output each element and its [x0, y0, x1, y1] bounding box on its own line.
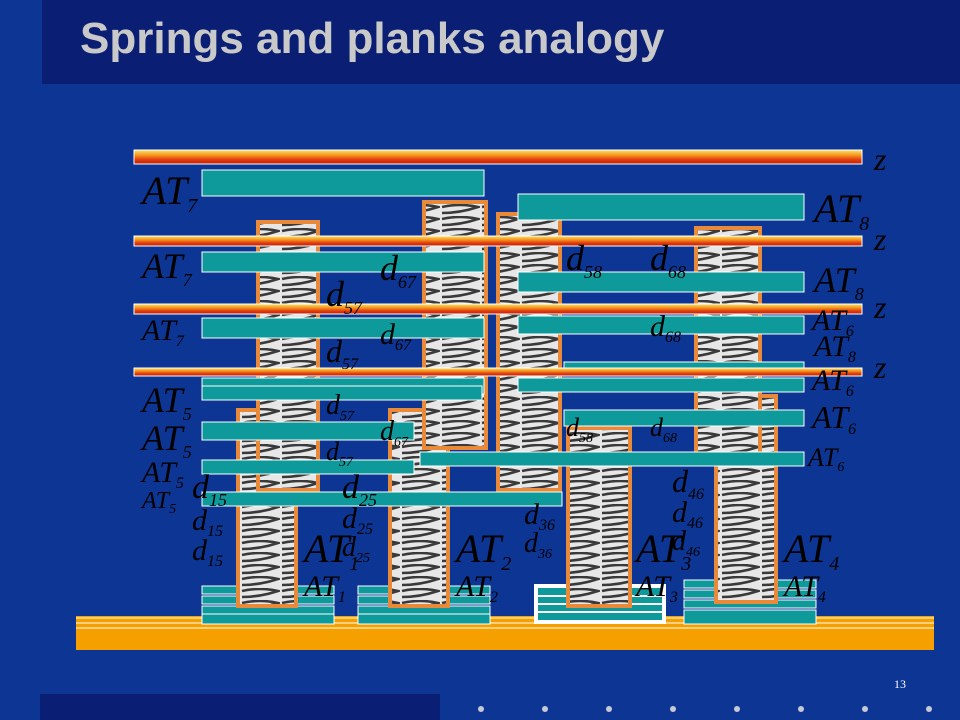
- at5-label: AT5: [140, 488, 176, 517]
- z-label: z: [873, 221, 887, 257]
- footer-bar: [40, 694, 440, 720]
- d46-label: d46: [672, 496, 703, 532]
- z-labels: z z z z: [873, 141, 887, 385]
- at2-label: AT2: [453, 526, 511, 575]
- at8-label: AT8: [812, 260, 864, 304]
- at4-label: AT4: [782, 570, 826, 606]
- footer-dot: [798, 706, 804, 712]
- at5-label: AT5: [140, 380, 192, 424]
- title-bar: [42, 0, 960, 84]
- at6-label: AT6: [806, 443, 844, 475]
- z-bars: [133, 149, 863, 377]
- d57-label: d57: [326, 333, 359, 373]
- d67-label: d67: [380, 318, 412, 354]
- at8-label: AT8: [812, 330, 856, 366]
- at6-label: AT6: [810, 399, 856, 438]
- distance-labels: d15 d15 d15 d25 d25 d25 d36 d36 d46 d46 …: [192, 238, 704, 570]
- slide-title: Springs and planks analogy: [80, 14, 665, 63]
- page-number: 13: [894, 677, 906, 691]
- footer-dot: [542, 706, 548, 712]
- d36-label: d36: [524, 498, 555, 534]
- at5-label: AT5: [140, 456, 184, 492]
- at4-label: AT4: [781, 526, 839, 575]
- at1-label: AT1: [302, 570, 346, 606]
- at7-label: AT7: [139, 168, 198, 217]
- at5-label: AT5: [140, 418, 192, 462]
- z-label: z: [873, 349, 887, 385]
- d15-label: d15: [192, 504, 223, 540]
- d57-label: d57: [326, 274, 363, 318]
- at3-label: AT3: [634, 570, 678, 606]
- at6-label: AT6: [810, 364, 854, 400]
- footer-dots: [0, 706, 960, 720]
- d67-label: d67: [380, 416, 409, 450]
- footer-dot: [606, 706, 612, 712]
- at7-label: AT7: [140, 246, 193, 290]
- d25-label: d25: [342, 532, 370, 566]
- at1-label: AT1: [301, 526, 359, 575]
- d67-label: d67: [380, 248, 417, 292]
- spring-58: [496, 212, 562, 492]
- footer-dot: [670, 706, 676, 712]
- d57-label: d57: [326, 437, 354, 470]
- d58-label: d58: [566, 413, 593, 446]
- at8-label: AT8: [811, 186, 869, 235]
- d25-label: d25: [342, 469, 377, 510]
- d36-label: d36: [524, 528, 552, 562]
- d57-label: d57: [326, 390, 355, 424]
- footer-dot: [478, 706, 484, 712]
- at6-label: AT6: [810, 304, 854, 340]
- z-label: z: [873, 289, 887, 325]
- at7-label: AT7: [140, 314, 185, 350]
- d68-label: d68: [650, 310, 681, 346]
- d46-label: d46: [672, 463, 704, 503]
- d46-label: d46: [672, 526, 700, 560]
- d15-label: d15: [192, 534, 223, 570]
- at3-label: AT3: [633, 526, 691, 575]
- footer-dot: [734, 706, 740, 712]
- d15-label: d15: [192, 469, 227, 510]
- footer-dot: [862, 706, 868, 712]
- d25-label: d25: [342, 502, 373, 538]
- d68-label: d68: [650, 238, 686, 282]
- at-labels: AT7 AT7 AT7 AT8 AT8 AT8 AT5 AT5 AT5 AT5 …: [139, 168, 869, 606]
- footer-dot: [926, 706, 932, 712]
- at2-label: AT2: [454, 570, 498, 606]
- d58-label: d58: [566, 238, 602, 282]
- z-label: z: [873, 141, 887, 177]
- d68-label: d68: [650, 413, 677, 446]
